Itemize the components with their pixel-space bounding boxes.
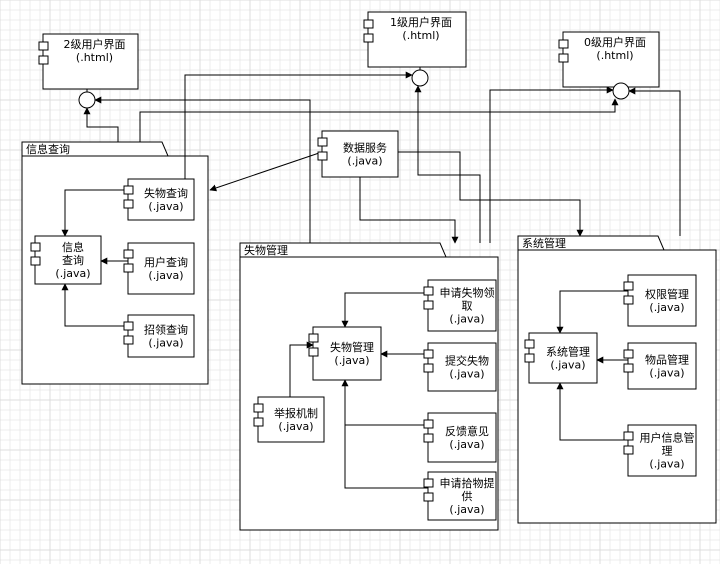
component-lost-mgr: 失物管理(.java) bbox=[308, 326, 382, 381]
component-label: (.java) bbox=[449, 438, 484, 451]
component-label: (.java) bbox=[334, 354, 369, 367]
component-label: 招领查询 bbox=[144, 323, 188, 337]
component-item-mgr: 物品管理(.java) bbox=[623, 342, 697, 390]
component-label: 反馈意见 bbox=[445, 424, 489, 438]
component-label: (.java) bbox=[649, 367, 684, 380]
component-label: (.java) bbox=[550, 359, 585, 372]
component-label: (.java) bbox=[148, 200, 183, 213]
component-label: 理 bbox=[662, 445, 673, 458]
component-label: 供 bbox=[462, 489, 473, 503]
component-label: 提交失物 bbox=[445, 354, 489, 368]
component-label: (.java) bbox=[449, 313, 484, 326]
interface-label: (.html) bbox=[402, 29, 439, 42]
component-label: (.java) bbox=[278, 420, 313, 433]
package-label: 失物管理 bbox=[244, 243, 288, 257]
component-label: (.java) bbox=[148, 337, 183, 350]
component-label: (.java) bbox=[449, 368, 484, 381]
component-label: 物品管理 bbox=[645, 353, 689, 367]
component-sys-mgr: 系统管理(.java) bbox=[524, 332, 598, 384]
component-q-claim: 招领查询(.java) bbox=[123, 314, 195, 358]
component-label: (.java) bbox=[649, 301, 684, 314]
component-submit-lost: 提交失物(.java) bbox=[423, 342, 497, 392]
interface-port bbox=[612, 82, 630, 100]
interface-level0-ui: 0级用户界面(.html) bbox=[558, 31, 660, 100]
interface-label: (.html) bbox=[76, 51, 113, 64]
component-label: (.java) bbox=[148, 269, 183, 282]
connectors bbox=[61, 71, 681, 489]
component-label: 信息 bbox=[62, 240, 84, 254]
component-q-user: 用户查询(.java) bbox=[123, 242, 195, 295]
component-label: (.java) bbox=[649, 458, 684, 471]
package-label: 系统管理 bbox=[522, 236, 566, 250]
component-perm-mgr: 权限管理(.java) bbox=[623, 274, 697, 327]
interface-label: 0级用户界面 bbox=[584, 35, 646, 49]
component-label: 申请拾物提 bbox=[440, 476, 495, 490]
component-label: 权限管理 bbox=[645, 287, 689, 301]
component-label: 失物管理 bbox=[330, 340, 374, 354]
component-label: (.java) bbox=[55, 267, 90, 280]
component-report: 举报机制(.java) bbox=[253, 396, 325, 443]
component-label: 取 bbox=[462, 300, 473, 313]
component-feedback: 反馈意见(.java) bbox=[423, 412, 497, 463]
component-label: 用户查询 bbox=[144, 255, 188, 269]
interface-label: 2级用户界面 bbox=[64, 37, 126, 51]
interface-port bbox=[411, 69, 429, 87]
component-label: (.java) bbox=[449, 503, 484, 516]
interface-port bbox=[78, 91, 96, 109]
component-label: (.java) bbox=[347, 155, 382, 168]
interface-level2-ui: 2级用户界面(.html) bbox=[38, 33, 139, 109]
component-label: 申请失物领 bbox=[440, 286, 495, 300]
component-q-lost: 失物查询(.java) bbox=[123, 178, 195, 221]
package-label: 信息查询 bbox=[26, 142, 70, 156]
component-label: 失物查询 bbox=[144, 186, 188, 200]
component-q-info: 信息查询(.java) bbox=[30, 235, 102, 285]
component-label: 用户信息管 bbox=[640, 431, 695, 445]
interface-label: (.html) bbox=[596, 49, 633, 62]
component-label: 查询 bbox=[62, 253, 84, 267]
interface-level1-ui: 1级用户界面(.html) bbox=[363, 11, 467, 87]
component-label: 数据服务 bbox=[343, 141, 387, 155]
component-label: 举报机制 bbox=[274, 406, 318, 420]
component-data: 数据服务(.java) bbox=[317, 130, 399, 178]
component-label: 系统管理 bbox=[546, 345, 590, 359]
interface-label: 1级用户界面 bbox=[390, 15, 452, 29]
